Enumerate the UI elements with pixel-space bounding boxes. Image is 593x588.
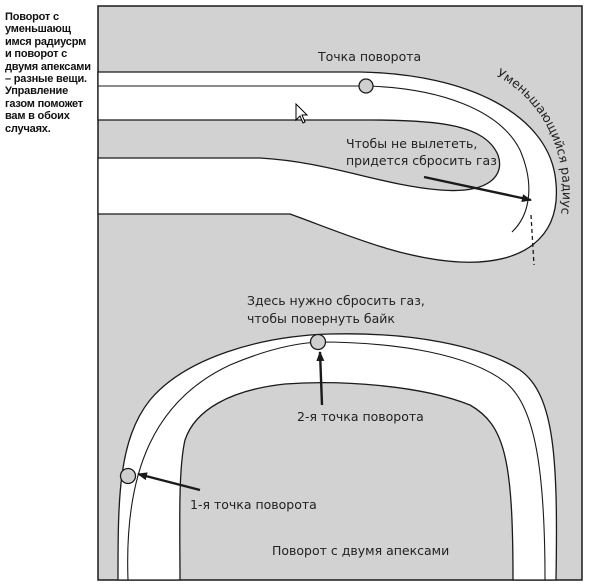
first-turn-point-arrow [137, 472, 201, 492]
top-throttle-note-line1: Чтобы не вылететь, [346, 136, 477, 151]
mouse-cursor-icon [295, 103, 309, 124]
bottom-throttle-note-line1: Здесь нужно сбросить газ, [247, 293, 425, 308]
second-turn-point-label: 2-я точка поворота [297, 409, 424, 424]
first-turn-point-marker [119, 467, 137, 485]
bottom-racing-line [127, 341, 546, 581]
second-turn-point-marker [309, 333, 327, 351]
top-throttle-arrow [423, 175, 532, 203]
caption-text: Поворот с уменьшающ имся радиусрм и пово… [5, 11, 91, 135]
double-apex-title: Поворот с двумя апексами [272, 543, 449, 558]
bottom-throttle-note-line2: чтобы повернуть байк [247, 311, 395, 326]
turn-point-marker [358, 78, 374, 94]
top-throttle-note-line2: придется сбросить газ [346, 153, 497, 168]
second-turn-point-arrow [316, 351, 325, 406]
turn-point-label: Точка поворота [317, 49, 421, 64]
radius-dashed-line [530, 214, 535, 266]
top-racing-line [98, 85, 530, 233]
decreasing-radius-road [97, 71, 557, 263]
double-apex-road [117, 333, 558, 581]
first-turn-point-label: 1-я точка поворота [190, 497, 317, 512]
